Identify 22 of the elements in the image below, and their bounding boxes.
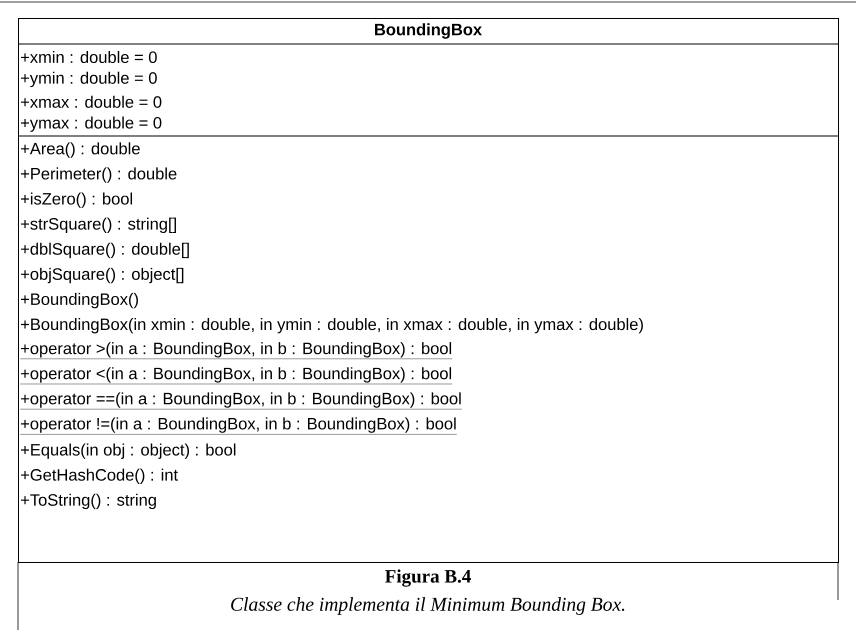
- method-text: +operator >(in a : BoundingBox, in b : BoundingBox) : bool: [20, 342, 452, 360]
- method-text: +Area() : double: [21, 142, 140, 158]
- method-text: +GetHashCode() : int: [21, 468, 178, 484]
- caption: Classe che implementa il Minimum Bounding Box.: [231, 597, 624, 615]
- method-text: +operator !=(in a : BoundingBox, in b : BoundingBox) : bool: [20, 417, 458, 434]
- method-text: +isZero() : bool: [21, 192, 132, 208]
- method-text: +BoundingBox(in xmin : double, in ymin : double, in xmax : double, in ymax : double): [21, 318, 643, 334]
- attribute-text: +xmin : double = 0: [21, 50, 157, 64]
- attribute-text: +ymin : double = 0: [21, 72, 157, 88]
- method-text: +operator <(in a : BoundingBox, in b : BoundingBox) : bool: [20, 367, 452, 384]
- method-text: +strSquare() : string[]: [21, 218, 176, 233]
- class-name: BoundingBox: [375, 23, 482, 39]
- method-text: +BoundingBox(): [21, 292, 138, 308]
- method-text: +dblSquare() : double[]: [21, 242, 189, 258]
- attribute-text: +ymax : double = 0: [21, 116, 162, 132]
- method-text: +objSquare() : object[]: [21, 268, 184, 284]
- method-text: +Perimeter() : double: [21, 167, 176, 183]
- method-text: +Equals(in obj : object) : bool: [21, 444, 236, 459]
- attribute-text: +xmax : double = 0: [21, 96, 162, 108]
- class-box: [18, 18, 839, 563]
- method-text: +ToString() : string: [21, 494, 156, 510]
- method-text: +operator ==(in a : BoundingBox, in b : BoundingBox) : bool: [20, 392, 462, 410]
